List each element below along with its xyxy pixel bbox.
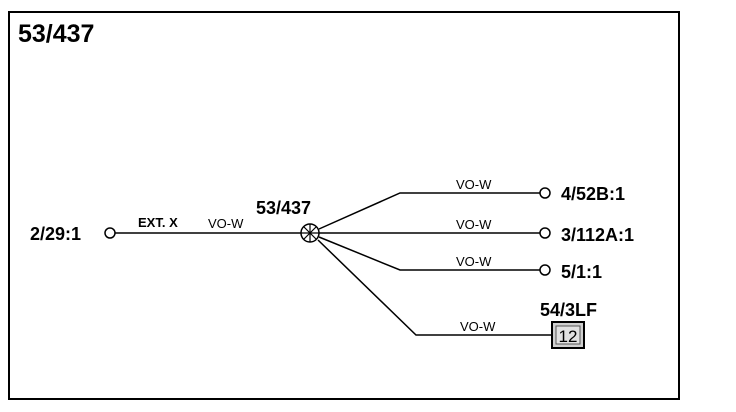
branch-terminal-3: [539, 264, 551, 276]
diagram-frame: [8, 11, 680, 400]
diagram-title: 53/437: [18, 20, 95, 48]
branch-terminal-1: [539, 187, 551, 199]
branch-terminal-2: [539, 227, 551, 239]
branch-wire-label-1: VO-W: [456, 177, 492, 192]
branch-label-2: 3/112A:1: [561, 225, 634, 245]
source-terminal: [104, 227, 116, 239]
connector-box: 12: [551, 321, 585, 349]
branch-wire-label-2: VO-W: [456, 217, 492, 232]
connector-box-label: 12: [559, 327, 578, 346]
source-label: 2/29:1: [30, 224, 81, 244]
branch-wire-3: [318, 236, 540, 271]
splice-label: 53/437: [256, 198, 311, 218]
splice-icon: [300, 223, 320, 243]
branch-label-4: 54/3LF: [540, 300, 597, 320]
branch-wire-4: [317, 239, 552, 336]
branch-wire-label-3: VO-W: [456, 254, 492, 269]
branch-wire-1: [318, 192, 540, 230]
source-tag: EXT. X: [138, 215, 178, 230]
branch-label-1: 4/52B:1: [561, 184, 625, 204]
branch-wire-label-4: VO-W: [460, 319, 496, 334]
source-wire-label: VO-W: [208, 216, 244, 231]
branch-label-3: 5/1:1: [561, 262, 602, 282]
